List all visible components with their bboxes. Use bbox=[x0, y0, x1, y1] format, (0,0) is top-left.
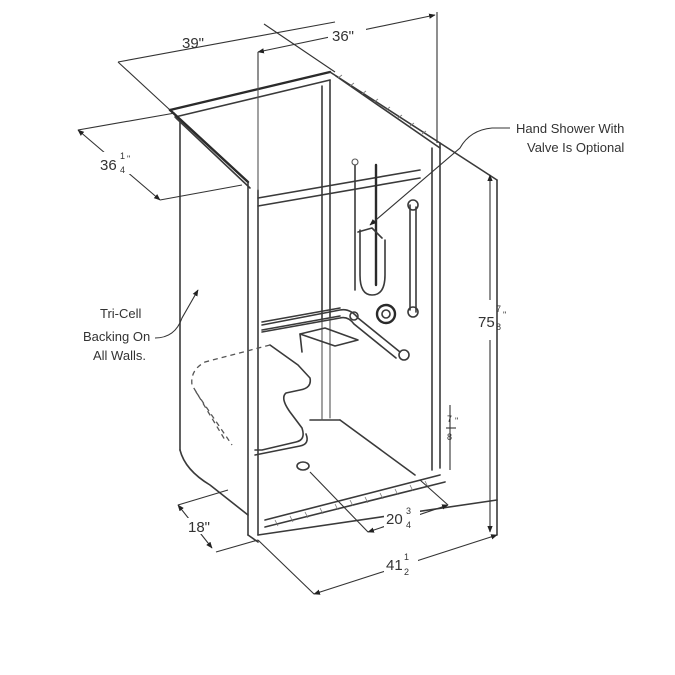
callout-backing: Tri-Cell Backing On All Walls. bbox=[83, 289, 199, 363]
hand-shower-note-line2: Valve Is Optional bbox=[527, 140, 624, 155]
backing-note-line3: All Walls. bbox=[93, 348, 146, 363]
height-frac-den: 8 bbox=[496, 322, 501, 332]
dimension-threshold: 7 8 " bbox=[446, 405, 458, 470]
transfer-seat bbox=[191, 344, 312, 456]
drain-offset-label: 20 bbox=[386, 511, 403, 528]
soap-shelf bbox=[299, 327, 359, 353]
base-frac-num: 1 bbox=[404, 552, 409, 562]
dimension-depth: 36 1 4 " bbox=[77, 112, 243, 201]
seat-depth-label: 18" bbox=[188, 519, 210, 536]
height-label: 75 bbox=[478, 314, 495, 331]
threshold-unit: " bbox=[455, 416, 458, 426]
height-frac-num: 7 bbox=[496, 304, 501, 314]
height-unit: " bbox=[503, 310, 506, 320]
base-frac-den: 2 bbox=[404, 567, 409, 577]
dimension-back-width: 36" bbox=[257, 12, 438, 143]
top-width-label: 39" bbox=[182, 35, 204, 52]
threshold-frac-num: 7 bbox=[447, 414, 452, 424]
grab-bars bbox=[261, 199, 419, 361]
back-width-label: 36" bbox=[332, 28, 354, 45]
depth-unit: " bbox=[127, 154, 130, 164]
dimension-height: 75 7 8 " bbox=[478, 174, 506, 533]
dimension-base-width: 41 1 2 bbox=[257, 534, 498, 595]
depth-frac-num: 1 bbox=[120, 151, 125, 161]
dimension-seat-depth: 18" bbox=[177, 489, 259, 553]
hand-shower-note-line1: Hand Shower With bbox=[516, 121, 624, 136]
backing-note-line2: Backing On bbox=[83, 329, 150, 344]
backing-note-line1: Tri-Cell bbox=[100, 306, 142, 321]
threshold-frac-den: 8 bbox=[447, 432, 452, 442]
drain bbox=[296, 461, 310, 471]
depth-label: 36 bbox=[100, 157, 117, 174]
depth-frac-den: 4 bbox=[120, 165, 125, 175]
shower-body bbox=[168, 70, 498, 543]
dimension-drain-offset: 20 3 4 bbox=[309, 471, 449, 533]
drain-frac-den: 4 bbox=[406, 520, 411, 530]
hand-shower bbox=[351, 158, 397, 325]
callout-hand-shower: Hand Shower With Valve Is Optional bbox=[369, 121, 624, 226]
drain-frac-num: 3 bbox=[406, 506, 411, 516]
base-width-label: 41 bbox=[386, 557, 403, 574]
